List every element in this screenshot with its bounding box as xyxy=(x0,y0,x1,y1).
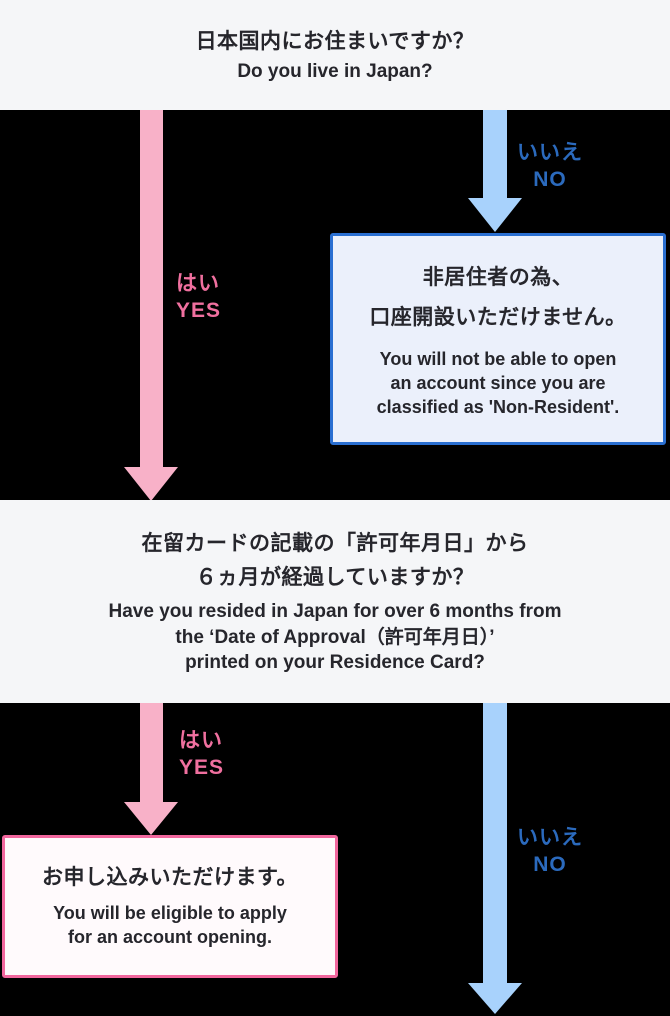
eligible-jp: お申し込みいただけます。 xyxy=(42,865,298,889)
no-arrow1-head xyxy=(468,198,522,232)
no-label1: いいえ NO xyxy=(516,140,584,194)
non-resident-result-box: 非居住者の為、 口座開設いただけません。 You will not be abl… xyxy=(330,233,666,445)
eligible-en-line1: You will be eligible to apply xyxy=(53,903,287,924)
question2-jp-line2: ６ヵ月が経過していますか？ xyxy=(195,565,475,589)
no-arrow2-shaft xyxy=(483,703,507,984)
question2-en-line3: printed on your Residence Card? xyxy=(185,652,485,674)
yes-label1: はい YES xyxy=(176,271,221,325)
yes-label2-en: YES xyxy=(179,755,225,779)
yes-label1-en: YES xyxy=(176,298,222,322)
non-resident-en-line3: classified as 'Non-Resident'. xyxy=(376,397,620,418)
eligible-en: You will be eligible to apply for an acc… xyxy=(53,901,287,949)
question2-jp-line1: 在留カードの記載の「許可年月日」から xyxy=(141,532,529,556)
no-label2: いいえ NO xyxy=(516,825,584,879)
non-resident-en-line2: an account since you are xyxy=(390,373,606,394)
no-arrow1-shaft xyxy=(483,110,507,199)
yes-label2: はい YES xyxy=(179,728,224,782)
no-label1-en: NO xyxy=(533,167,567,191)
non-resident-en-line1: You will not be able to open xyxy=(379,349,617,370)
non-resident-jp-line1: 非居住者の為、 xyxy=(422,266,574,290)
yes-label2-jp: はい xyxy=(179,729,223,752)
no-label2-en: NO xyxy=(533,852,567,876)
eligible-result-box: お申し込みいただけます。 You will be eligible to app… xyxy=(2,835,338,978)
eligible-en-line2: for an account opening. xyxy=(67,927,272,948)
question2-en-line1: Have you resided in Japan for over 6 mon… xyxy=(108,601,562,623)
yes-label1-jp: はい xyxy=(176,272,220,295)
non-resident-jp-line2: 口座開設いただけません。 xyxy=(369,306,627,330)
no-label1-jp: いいえ xyxy=(517,141,583,164)
yes-arrow2-shaft xyxy=(140,703,163,803)
no-label2-jp: いいえ xyxy=(517,826,583,849)
question2-en: Have you resided in Japan for over 6 mon… xyxy=(109,599,562,675)
yes-arrow1-head xyxy=(124,467,178,501)
question1-jp: 日本国内にお住まいですか？ xyxy=(195,30,475,54)
yes-arrow2-head xyxy=(124,802,178,835)
yes-arrow1-shaft xyxy=(140,110,163,468)
question2-panel: 在留カードの記載の「許可年月日」から ６ヵ月が経過していますか？ Have yo… xyxy=(0,500,670,703)
no-arrow2-head xyxy=(468,983,522,1014)
question1-en: Do you live in Japan? xyxy=(237,61,433,83)
question2-en-line2: the ‘Date of Approval（許可年月日）’ xyxy=(175,626,495,648)
non-resident-en: You will not be able to open an account … xyxy=(377,347,620,419)
question1-panel: 日本国内にお住まいですか？ Do you live in Japan? xyxy=(0,0,670,110)
